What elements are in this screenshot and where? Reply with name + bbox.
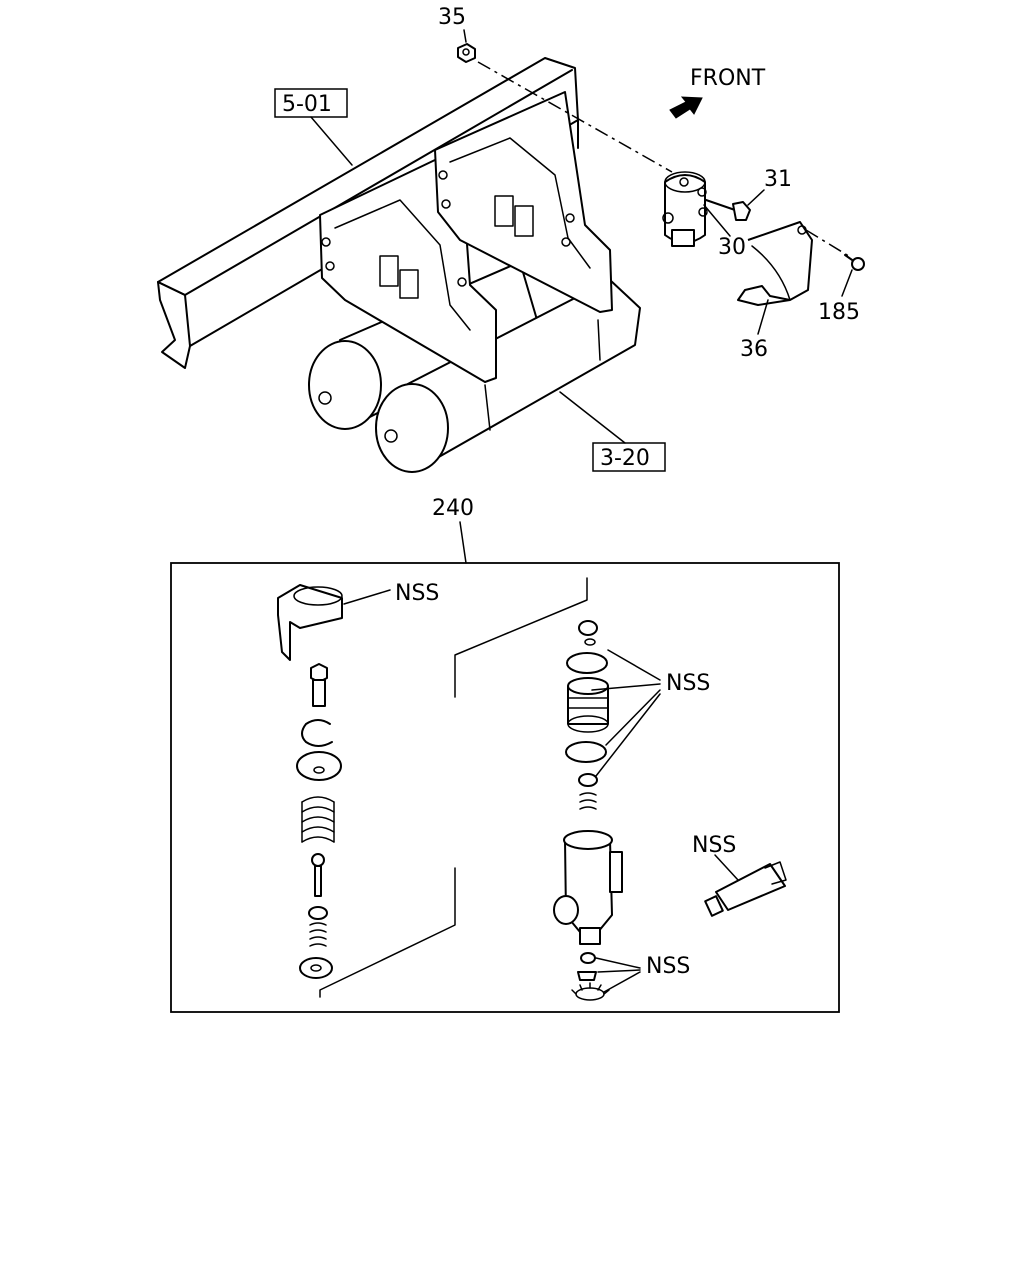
valve-30 bbox=[662, 171, 708, 247]
kit-valve-body bbox=[553, 830, 623, 945]
nss-label-seals: NSS bbox=[666, 671, 710, 696]
kit-top-cap bbox=[578, 620, 598, 646]
ref-box-tanks: 3-20 bbox=[592, 442, 666, 472]
callout-35: 35 bbox=[438, 5, 466, 30]
front-label: FRONT bbox=[690, 66, 766, 91]
front-arrow-icon bbox=[669, 96, 703, 119]
kit-spring bbox=[301, 796, 335, 843]
kit-adjust-screw bbox=[310, 663, 328, 707]
kit-plunger bbox=[311, 853, 325, 897]
kit-upper-small-spring bbox=[579, 792, 597, 810]
kit-valve-seat bbox=[578, 773, 598, 787]
kit-frame bbox=[170, 562, 840, 1013]
kit-cap bbox=[277, 584, 343, 661]
callout-31: 31 bbox=[764, 167, 792, 192]
ref-box-frame: 5-01 bbox=[274, 88, 348, 118]
bolt-31 bbox=[705, 199, 751, 221]
kit-group-line-upper bbox=[454, 577, 588, 698]
nss-label-bottom: NSS bbox=[646, 954, 690, 979]
kit-o-ring-upper bbox=[566, 652, 608, 674]
kit-bottom-seal bbox=[577, 952, 597, 981]
kit-small-washer bbox=[308, 906, 328, 920]
kit-grease-tube bbox=[704, 861, 787, 917]
tank-bracket-rear bbox=[434, 91, 613, 313]
callout-30: 30 bbox=[718, 235, 746, 260]
kit-filter bbox=[571, 982, 610, 1001]
callout-185: 185 bbox=[818, 300, 860, 325]
nss-label-cap: NSS bbox=[395, 581, 439, 606]
ref-tanks-label: 3-20 bbox=[600, 446, 650, 471]
callout-240: 240 bbox=[432, 496, 474, 521]
kit-snap-ring bbox=[301, 719, 333, 747]
bracket-36 bbox=[737, 221, 813, 306]
kit-group-line-lower bbox=[319, 867, 456, 998]
kit-small-spring bbox=[309, 922, 327, 947]
nut-35 bbox=[457, 43, 476, 63]
kit-piston bbox=[567, 677, 609, 733]
kit-bottom-washer bbox=[299, 957, 333, 979]
ref-frame-label: 5-01 bbox=[282, 92, 332, 117]
kit-o-ring-lower bbox=[565, 741, 607, 763]
air-tank-right bbox=[375, 279, 641, 473]
callout-36: 36 bbox=[740, 337, 768, 362]
kit-spring-seat bbox=[296, 751, 342, 781]
nss-label-grease: NSS bbox=[692, 833, 736, 858]
screw-185 bbox=[844, 254, 865, 271]
